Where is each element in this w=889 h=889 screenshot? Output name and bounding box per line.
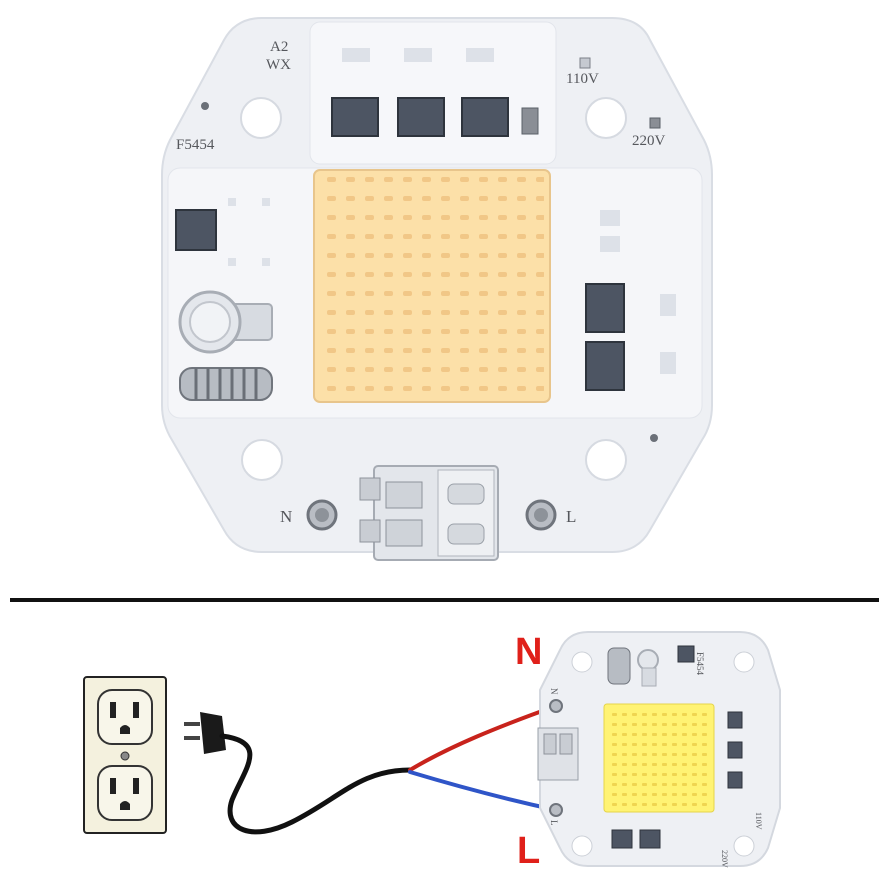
neutral-wire — [408, 704, 558, 772]
capacitor — [178, 290, 273, 354]
voltage-110-label: 110V — [566, 71, 599, 87]
driver-chip-3 — [461, 97, 509, 137]
driver-chip-1 — [331, 97, 379, 137]
terminal-block — [359, 465, 499, 561]
resistor-small — [521, 107, 539, 135]
driver-chip-2 — [397, 97, 445, 137]
power-cord — [219, 733, 413, 835]
neutral-big-label: N — [515, 631, 543, 673]
wall-outlet — [83, 676, 167, 834]
power-plug — [184, 712, 226, 754]
rectifier-chip — [175, 209, 217, 251]
mount-hole-top-right — [585, 97, 627, 139]
small-voltage-220: 220V — [720, 850, 729, 868]
terminal-n-label: N — [280, 507, 293, 526]
board-series-label: WX — [266, 57, 291, 73]
voltage-220-label: 220V — [632, 133, 666, 149]
terminal-l-label: L — [566, 507, 577, 526]
board-model-label: A2 — [270, 39, 289, 55]
mount-hole-top-left — [240, 97, 282, 139]
live-big-label: L — [517, 830, 541, 872]
small-terminal-l: L — [549, 820, 559, 826]
small-voltage-110: 110V — [754, 812, 763, 830]
small-terminal-n: N — [549, 688, 559, 695]
board-part-number: F5454 — [176, 137, 215, 153]
mount-hole-bottom-left — [241, 439, 283, 481]
mount-hole-bottom-right — [585, 439, 627, 481]
mosfet-1 — [585, 283, 625, 333]
live-wire — [408, 770, 558, 812]
small-led-board — [537, 631, 781, 867]
small-part-number: F5454 — [695, 652, 705, 676]
inductor-coil — [179, 367, 273, 401]
mosfet-2 — [585, 341, 625, 391]
